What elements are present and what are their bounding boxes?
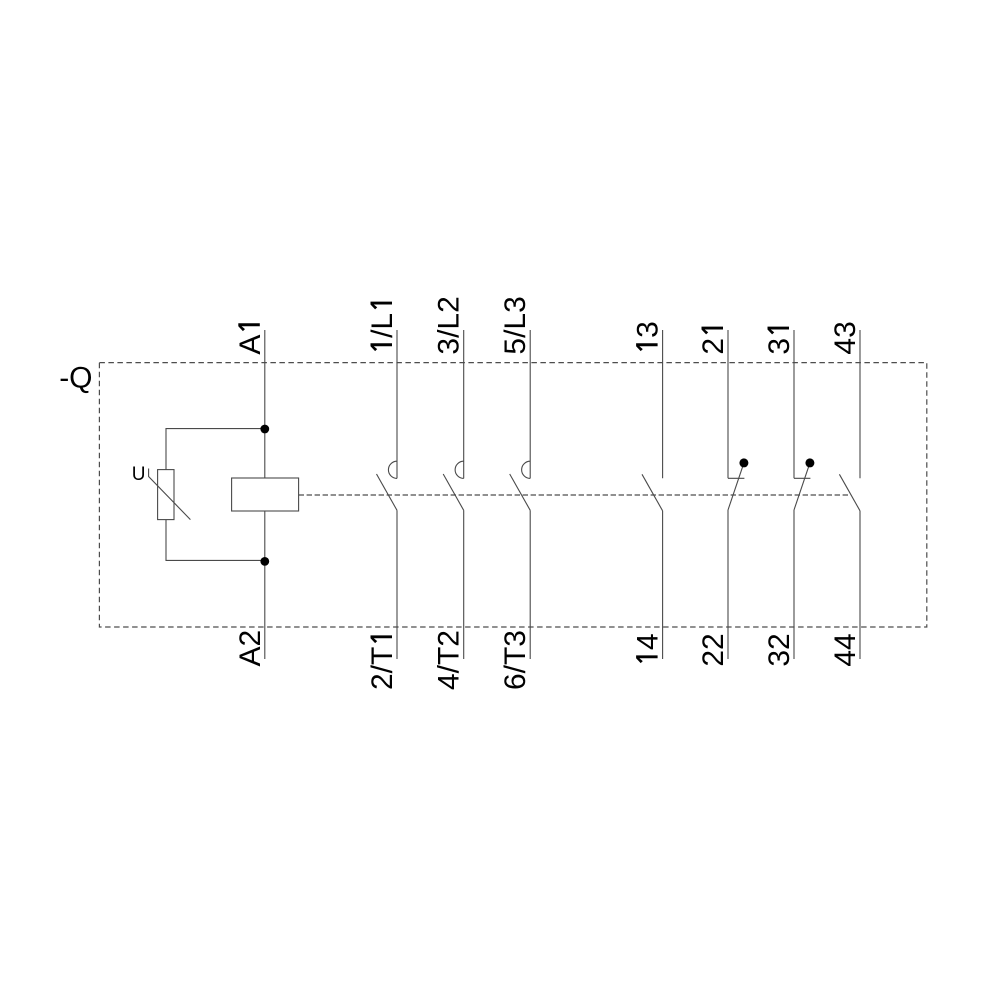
svg-text:5/L3: 5/L3 — [499, 296, 532, 354]
svg-text:22: 22 — [697, 633, 730, 666]
svg-text:4/T2: 4/T2 — [433, 630, 466, 690]
svg-text:3/L2: 3/L2 — [433, 296, 466, 354]
svg-text:6/T3: 6/T3 — [499, 630, 532, 690]
svg-text:4: 4 — [632, 633, 665, 650]
svg-text:A: A — [234, 335, 267, 355]
svg-text:3: 3 — [763, 338, 796, 355]
svg-text:A2: A2 — [234, 630, 267, 667]
svg-text:2: 2 — [697, 338, 730, 355]
svg-text:/L: /L — [366, 313, 399, 338]
svg-text:44: 44 — [829, 633, 862, 666]
svg-text:2/T: 2/T — [366, 647, 399, 690]
svg-text:U: U — [132, 464, 146, 485]
svg-text:32: 32 — [763, 633, 796, 666]
svg-text:3: 3 — [632, 321, 665, 338]
svg-text:43: 43 — [829, 321, 862, 354]
svg-text:-Q: -Q — [59, 361, 92, 394]
